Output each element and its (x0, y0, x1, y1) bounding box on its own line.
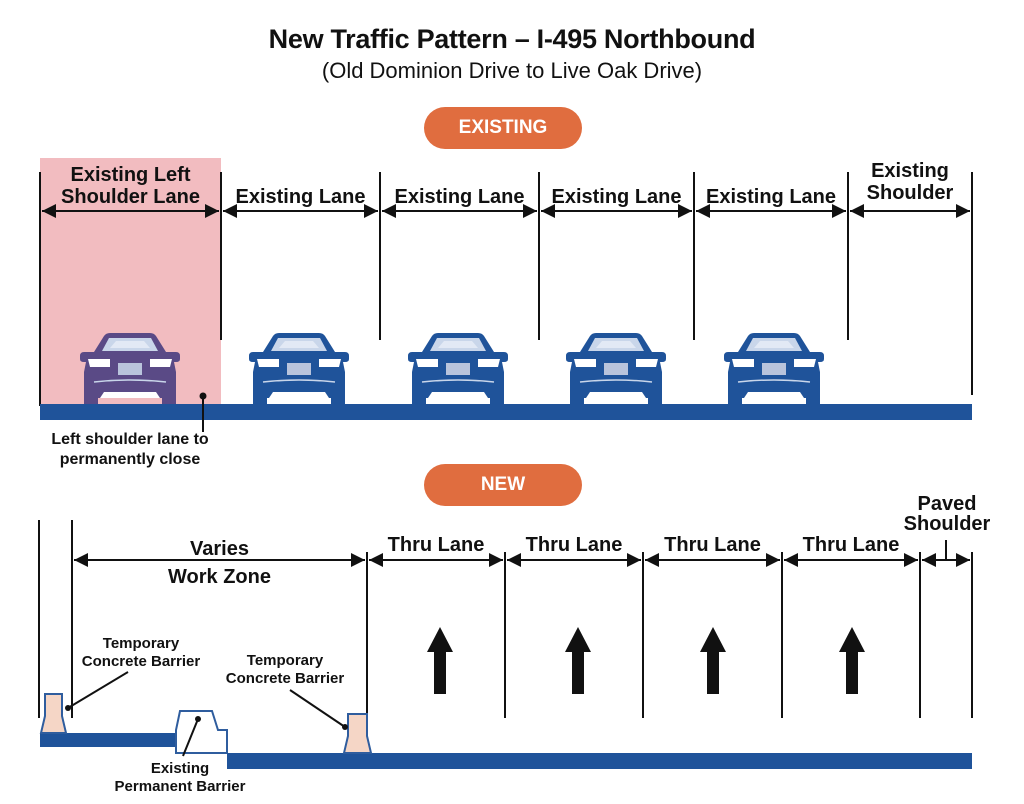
label-line: Concrete Barrier (81, 653, 201, 670)
travel-lanes-pavement (227, 753, 972, 769)
existing-lane-label-3: Existing Lane (551, 186, 682, 208)
existing-lane-label-1: Existing Lane (235, 186, 366, 208)
temp-barrier-left-label: Temporary Concrete Barrier (76, 635, 206, 671)
work-zone-varies-label: Varies (190, 538, 249, 560)
thru-lane-label-3: Thru Lane (664, 534, 761, 556)
work-zone-label: Work Zone (168, 566, 271, 588)
closing-note: Left shoulder lane to permanently close (30, 430, 230, 470)
arrow-up-icon (565, 627, 591, 694)
new-lane-dividers (38, 520, 973, 718)
existing-road-surface (40, 404, 972, 420)
car-lane-2 (407, 332, 509, 405)
arrow-up-icon (700, 627, 726, 694)
label-line: Shoulder (903, 513, 991, 535)
thru-lane-label-1: Thru Lane (387, 534, 485, 556)
new-badge: NEW (424, 464, 582, 506)
paved-shoulder-label: Paved Shoulder (900, 494, 994, 534)
note-line: permanently close (59, 451, 201, 468)
note-line: Left shoulder lane to (51, 431, 209, 448)
arrow-up-icon (839, 627, 865, 694)
label-line: Temporary (246, 652, 324, 669)
existing-lane-dividers (39, 172, 973, 406)
temp-barrier-right-label: Temporary Concrete Barrier (220, 652, 350, 688)
northbound-arrows (427, 627, 865, 694)
label-line: Existing Left (70, 164, 191, 186)
car-lane-4 (723, 332, 825, 405)
new-badge-label: NEW (480, 474, 526, 495)
work-zone-pavement (40, 733, 176, 747)
diagram-title: New Traffic Pattern – I-495 Northbound (268, 24, 756, 54)
label-line: Permanent Barrier (114, 778, 246, 795)
existing-lane-label-left-shoulder: Existing Left Shoulder Lane (40, 164, 221, 208)
temporary-barrier-left (39, 693, 68, 734)
label-line: Concrete Barrier (225, 670, 345, 687)
label-line: Paved (917, 493, 977, 515)
existing-badge-label: EXISTING (458, 117, 548, 138)
label-line: Existing (150, 760, 210, 777)
label-line: Existing (871, 160, 949, 182)
label-line: Temporary (102, 635, 180, 652)
callout-leaders (65, 671, 348, 757)
existing-lane-label-2: Existing Lane (394, 186, 525, 208)
existing-permanent-barrier (175, 710, 228, 754)
temporary-barrier-right (342, 713, 373, 754)
perm-barrier-label: Existing Permanent Barrier (105, 760, 255, 796)
thru-lane-label-4: Thru Lane (802, 534, 900, 556)
car-lane-3 (565, 332, 667, 405)
label-line: Shoulder (866, 182, 954, 204)
existing-shoulder-label: Existing Shoulder (848, 160, 972, 204)
new-dimension-arrows (74, 540, 970, 567)
label-line: Shoulder Lane (61, 186, 200, 208)
arrow-up-icon (427, 627, 453, 694)
diagram-subtitle: (Old Dominion Drive to Live Oak Drive) (321, 58, 703, 83)
thru-lane-label-2: Thru Lane (525, 534, 623, 556)
existing-badge: EXISTING (424, 107, 582, 149)
existing-lane-label-4: Existing Lane (705, 186, 837, 208)
car-lane-1 (248, 332, 350, 405)
